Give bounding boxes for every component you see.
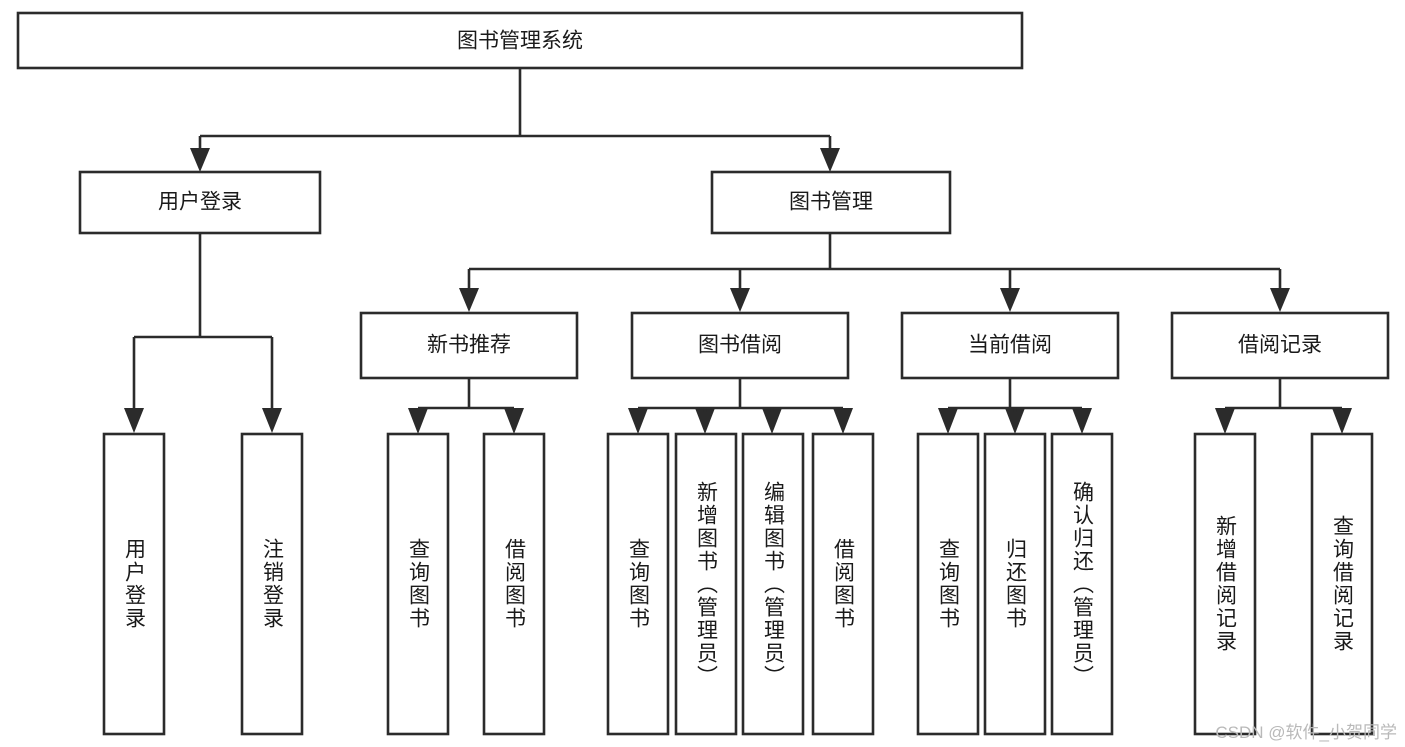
- leaf-borrow-record-1[interactable]: [1193, 432, 1257, 736]
- watermark: CSDN @软件_小贺同学: [1215, 723, 1397, 742]
- node-book-borrow-label: 图书借阅: [698, 334, 782, 357]
- arrowhead-leaf-user-login: [124, 408, 144, 433]
- arrowhead-current-borrow: [1000, 288, 1020, 312]
- arrowhead-bb-leaf-2: [695, 408, 715, 434]
- arrowhead-br-leaf-1: [1215, 408, 1235, 434]
- arrowhead-book-manage: [820, 148, 840, 172]
- leaf-book-borrow-4[interactable]: [811, 432, 875, 736]
- arrowhead-bb-leaf-4: [833, 408, 853, 434]
- arrowhead-borrow-record: [1270, 288, 1290, 312]
- arrowhead-cb-leaf-3: [1072, 408, 1092, 434]
- edge-layer: [124, 68, 1352, 434]
- leaf-book-borrow-3[interactable]: [741, 432, 805, 736]
- leaf-book-borrow-2[interactable]: [674, 432, 738, 736]
- node-book-manage-label: 图书管理: [789, 191, 873, 214]
- leaf-current-borrow-1[interactable]: [916, 432, 980, 736]
- leaf-current-borrow-3[interactable]: [1050, 432, 1114, 736]
- arrowhead-cb-leaf-2: [1005, 408, 1025, 434]
- node-current-borrow-label: 当前借阅: [968, 334, 1052, 357]
- node-current-borrow[interactable]: [900, 311, 1120, 380]
- arrowhead-br-leaf-2: [1332, 408, 1352, 434]
- node-borrow-record[interactable]: [1170, 311, 1390, 380]
- node-user-login[interactable]: [78, 170, 322, 235]
- node-new-book-recommend-label: 新书推荐: [427, 334, 511, 357]
- node-new-book-recommend[interactable]: [359, 311, 579, 380]
- node-book-manage[interactable]: [710, 170, 952, 235]
- leaf-current-borrow-2[interactable]: [983, 432, 1047, 736]
- node-borrow-record-label: 借阅记录: [1238, 334, 1322, 357]
- arrowhead-book-borrow: [730, 288, 750, 312]
- arrowhead-bb-leaf-1: [628, 408, 648, 434]
- arrowhead-new-book: [459, 288, 479, 312]
- arrowhead-leaf-logout: [262, 408, 282, 433]
- leaf-book-borrow-1[interactable]: [606, 432, 670, 736]
- node-root[interactable]: [16, 11, 1024, 70]
- node-book-borrow[interactable]: [630, 311, 850, 380]
- leaf-new-book-1[interactable]: [386, 432, 450, 736]
- leaf-borrow-record-2[interactable]: [1310, 432, 1374, 736]
- leaf-user-login-2[interactable]: [240, 432, 304, 736]
- leaf-new-book-2[interactable]: [482, 432, 546, 736]
- node-layer: 图书管理系统 用户登录 图书管理 新书推荐 图书借阅 当前借阅 借阅记录: [16, 11, 1390, 736]
- leaf-user-login-1[interactable]: [102, 432, 166, 736]
- node-root-label: 图书管理系统: [457, 30, 583, 53]
- arrowhead-bb-leaf-3: [762, 408, 782, 434]
- arrowhead-user-login: [190, 148, 210, 172]
- arrowhead-cb-leaf-1: [938, 408, 958, 434]
- arrowhead-nb-leaf-1: [408, 408, 428, 434]
- node-user-login-label: 用户登录: [158, 191, 242, 214]
- arrowhead-nb-leaf-2: [504, 408, 524, 434]
